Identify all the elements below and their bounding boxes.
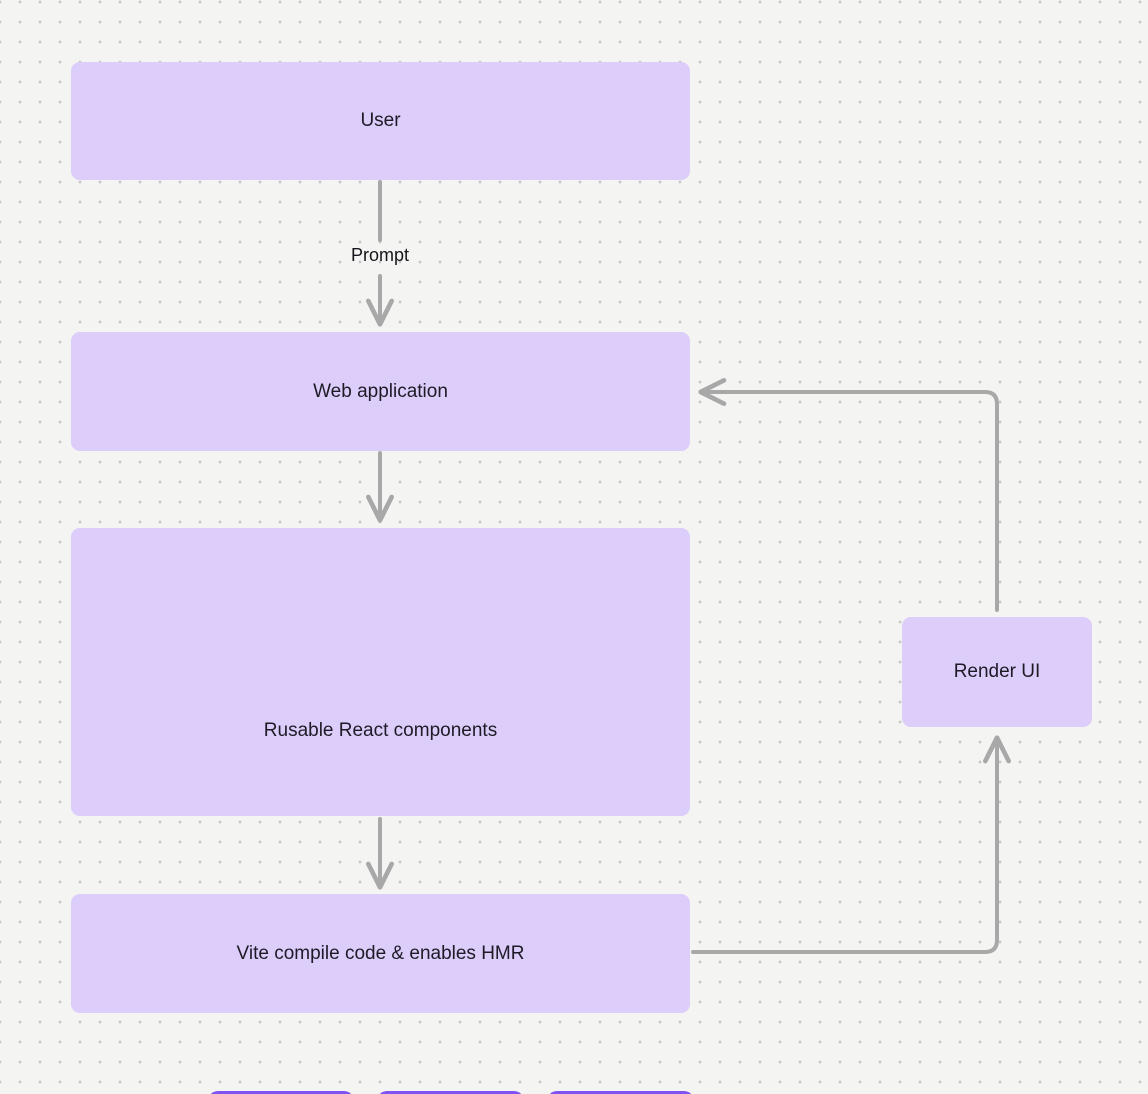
node-vite-label: Vite compile code & enables HMR	[236, 942, 525, 964]
node-react-components-group[interactable]: HTML = structure CSS = Styles & Layouts …	[71, 528, 694, 1094]
edge-label-prompt: Prompt	[350, 245, 410, 265]
node-user[interactable]: User	[71, 62, 690, 180]
node-vite[interactable]: Vite compile code & enables HMR	[71, 894, 690, 1013]
node-css[interactable]: CSS = Styles & Layouts	[377, 1091, 524, 1094]
edge-render-to-webapp	[698, 378, 999, 612]
node-react-components-caption: Rusable React components	[263, 720, 498, 741]
node-javascript[interactable]: Javascript = Interactivity	[547, 1091, 694, 1094]
node-html[interactable]: HTML = structure	[208, 1091, 354, 1094]
node-user-label: User	[360, 110, 401, 132]
node-render-ui-label: Render UI	[953, 661, 1041, 683]
node-web-application[interactable]: Web application	[71, 332, 690, 451]
node-web-application-label: Web application	[313, 380, 448, 402]
edge-vite-to-render	[691, 735, 1011, 954]
node-render-ui[interactable]: Render UI	[902, 617, 1092, 727]
